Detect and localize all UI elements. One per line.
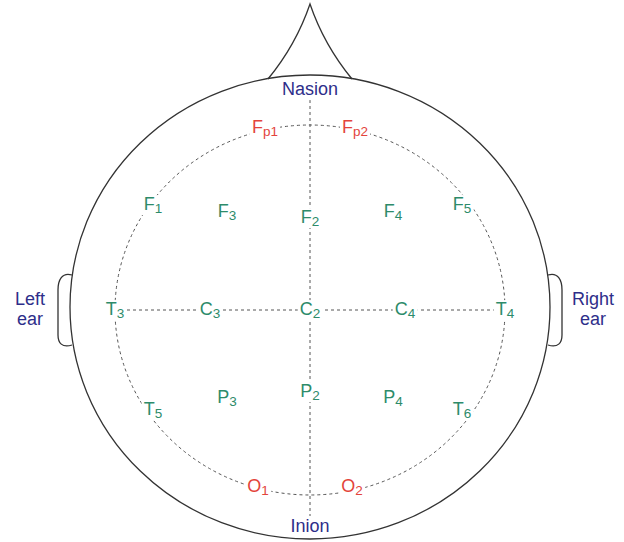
electrode-label: Fp2 <box>340 118 370 138</box>
electrode-label: T5 <box>142 400 165 420</box>
landmark-label: Nasion <box>280 80 340 100</box>
nose-outline <box>268 4 352 79</box>
electrode-label: T6 <box>451 400 474 420</box>
electrode-label: O2 <box>339 477 365 497</box>
electrode-label: C3 <box>198 300 223 320</box>
electrode-label: O1 <box>245 477 271 497</box>
electrode-label: F3 <box>216 202 239 222</box>
electrode-label: T3 <box>104 300 127 320</box>
landmark-label: Right ear <box>566 290 620 330</box>
electrode-label: P4 <box>381 388 405 408</box>
electrode-label: T4 <box>494 300 517 320</box>
landmark-label: Left ear <box>3 290 57 330</box>
electrode-label: F2 <box>299 208 322 228</box>
electrode-label: Fp1 <box>250 118 280 138</box>
electrode-label: F4 <box>382 202 405 222</box>
electrode-label: F5 <box>451 195 474 215</box>
electrode-label: C4 <box>393 300 418 320</box>
electrode-label: C2 <box>298 300 323 320</box>
electrode-label: F1 <box>142 195 165 215</box>
electrode-label: P3 <box>215 388 239 408</box>
electrode-label: P2 <box>298 382 322 402</box>
head-outline <box>70 75 550 539</box>
landmark-label: Inion <box>288 517 331 537</box>
